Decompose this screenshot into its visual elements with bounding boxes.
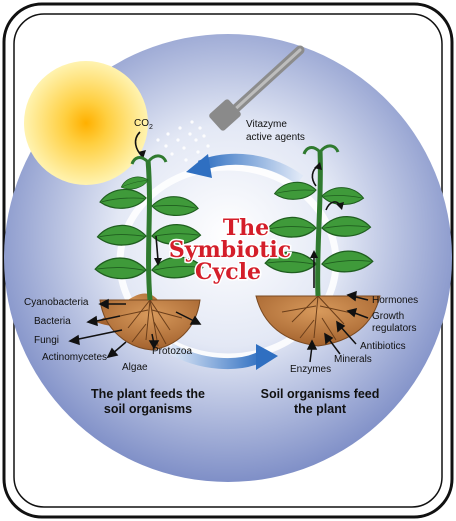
label-regulators: regulators [372,323,416,334]
label-protozoa: Protozoa [152,346,192,357]
title-line3: Cycle [195,259,261,285]
label-antibiotics: Antibiotics [360,341,406,352]
label-enzymes: Enzymes [290,364,331,375]
sprayer-label-line2: active agents [246,132,305,143]
caption-left-line2: soil organisms [104,402,192,416]
label-fungi: Fungi [34,335,59,346]
label-algae: Algae [122,362,148,373]
caption-right-line2: the plant [294,402,347,416]
sprayer-label-line1: Vitazyme [246,119,287,130]
label-actinomycetes: Actinomycetes [42,352,107,363]
label-hormones: Hormones [372,295,418,306]
label-cyanobacteria: Cyanobacteria [24,297,89,308]
sun-icon [24,61,148,185]
label-bacteria: Bacteria [34,316,71,327]
caption-left-line1: The plant feeds the [91,387,205,401]
label-growth: Growth [372,311,404,322]
label-minerals: Minerals [334,354,372,365]
caption-right-line1: Soil organisms feed [261,387,380,401]
